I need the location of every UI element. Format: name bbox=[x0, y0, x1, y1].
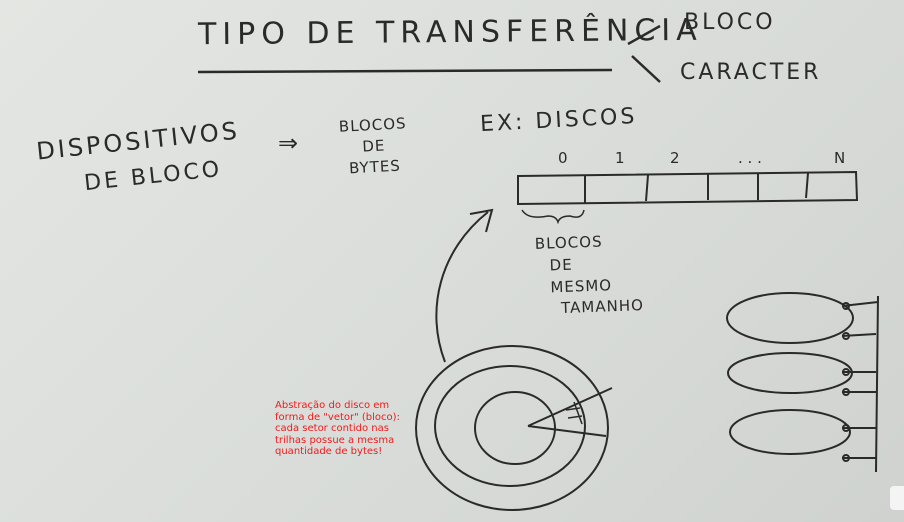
curved-arrow-head bbox=[469, 208, 494, 233]
branch-lower bbox=[631, 55, 661, 83]
block-brace bbox=[521, 209, 585, 225]
block-vector bbox=[517, 170, 859, 206]
option-bloco: BLOCO bbox=[684, 10, 776, 35]
option-caracter: CARACTER bbox=[680, 60, 822, 85]
disk-diagram bbox=[415, 345, 613, 511]
corner-tab bbox=[890, 486, 904, 510]
title-underline bbox=[197, 68, 613, 74]
same-size-label: BLOCOS DE MESMO TAMANHO bbox=[535, 230, 645, 321]
vector-index-n: N bbox=[834, 149, 846, 167]
same-size-line-4: TAMANHO bbox=[560, 296, 645, 318]
vector-index-0: 0 bbox=[558, 149, 568, 167]
blocks-line-3: BYTES bbox=[348, 156, 402, 178]
curved-arrow bbox=[435, 211, 489, 363]
branch-upper bbox=[627, 24, 661, 46]
vector-index-ellipsis: . . . bbox=[738, 149, 762, 167]
vector-index-2: 2 bbox=[670, 149, 680, 167]
platters-diagram bbox=[726, 292, 879, 473]
disk-abstraction-caption: Abstração do disco em forma de "vetor" (… bbox=[275, 400, 400, 457]
board-title: TIPO DE TRANSFERÊNCIA bbox=[197, 12, 703, 53]
vector-index-1: 1 bbox=[615, 149, 625, 167]
blocks-of-bytes-label: BLOCOS DE BYTES bbox=[338, 113, 409, 179]
blocks-line-1: BLOCOS bbox=[338, 114, 408, 136]
implies-arrow: ⇒ bbox=[278, 129, 302, 157]
